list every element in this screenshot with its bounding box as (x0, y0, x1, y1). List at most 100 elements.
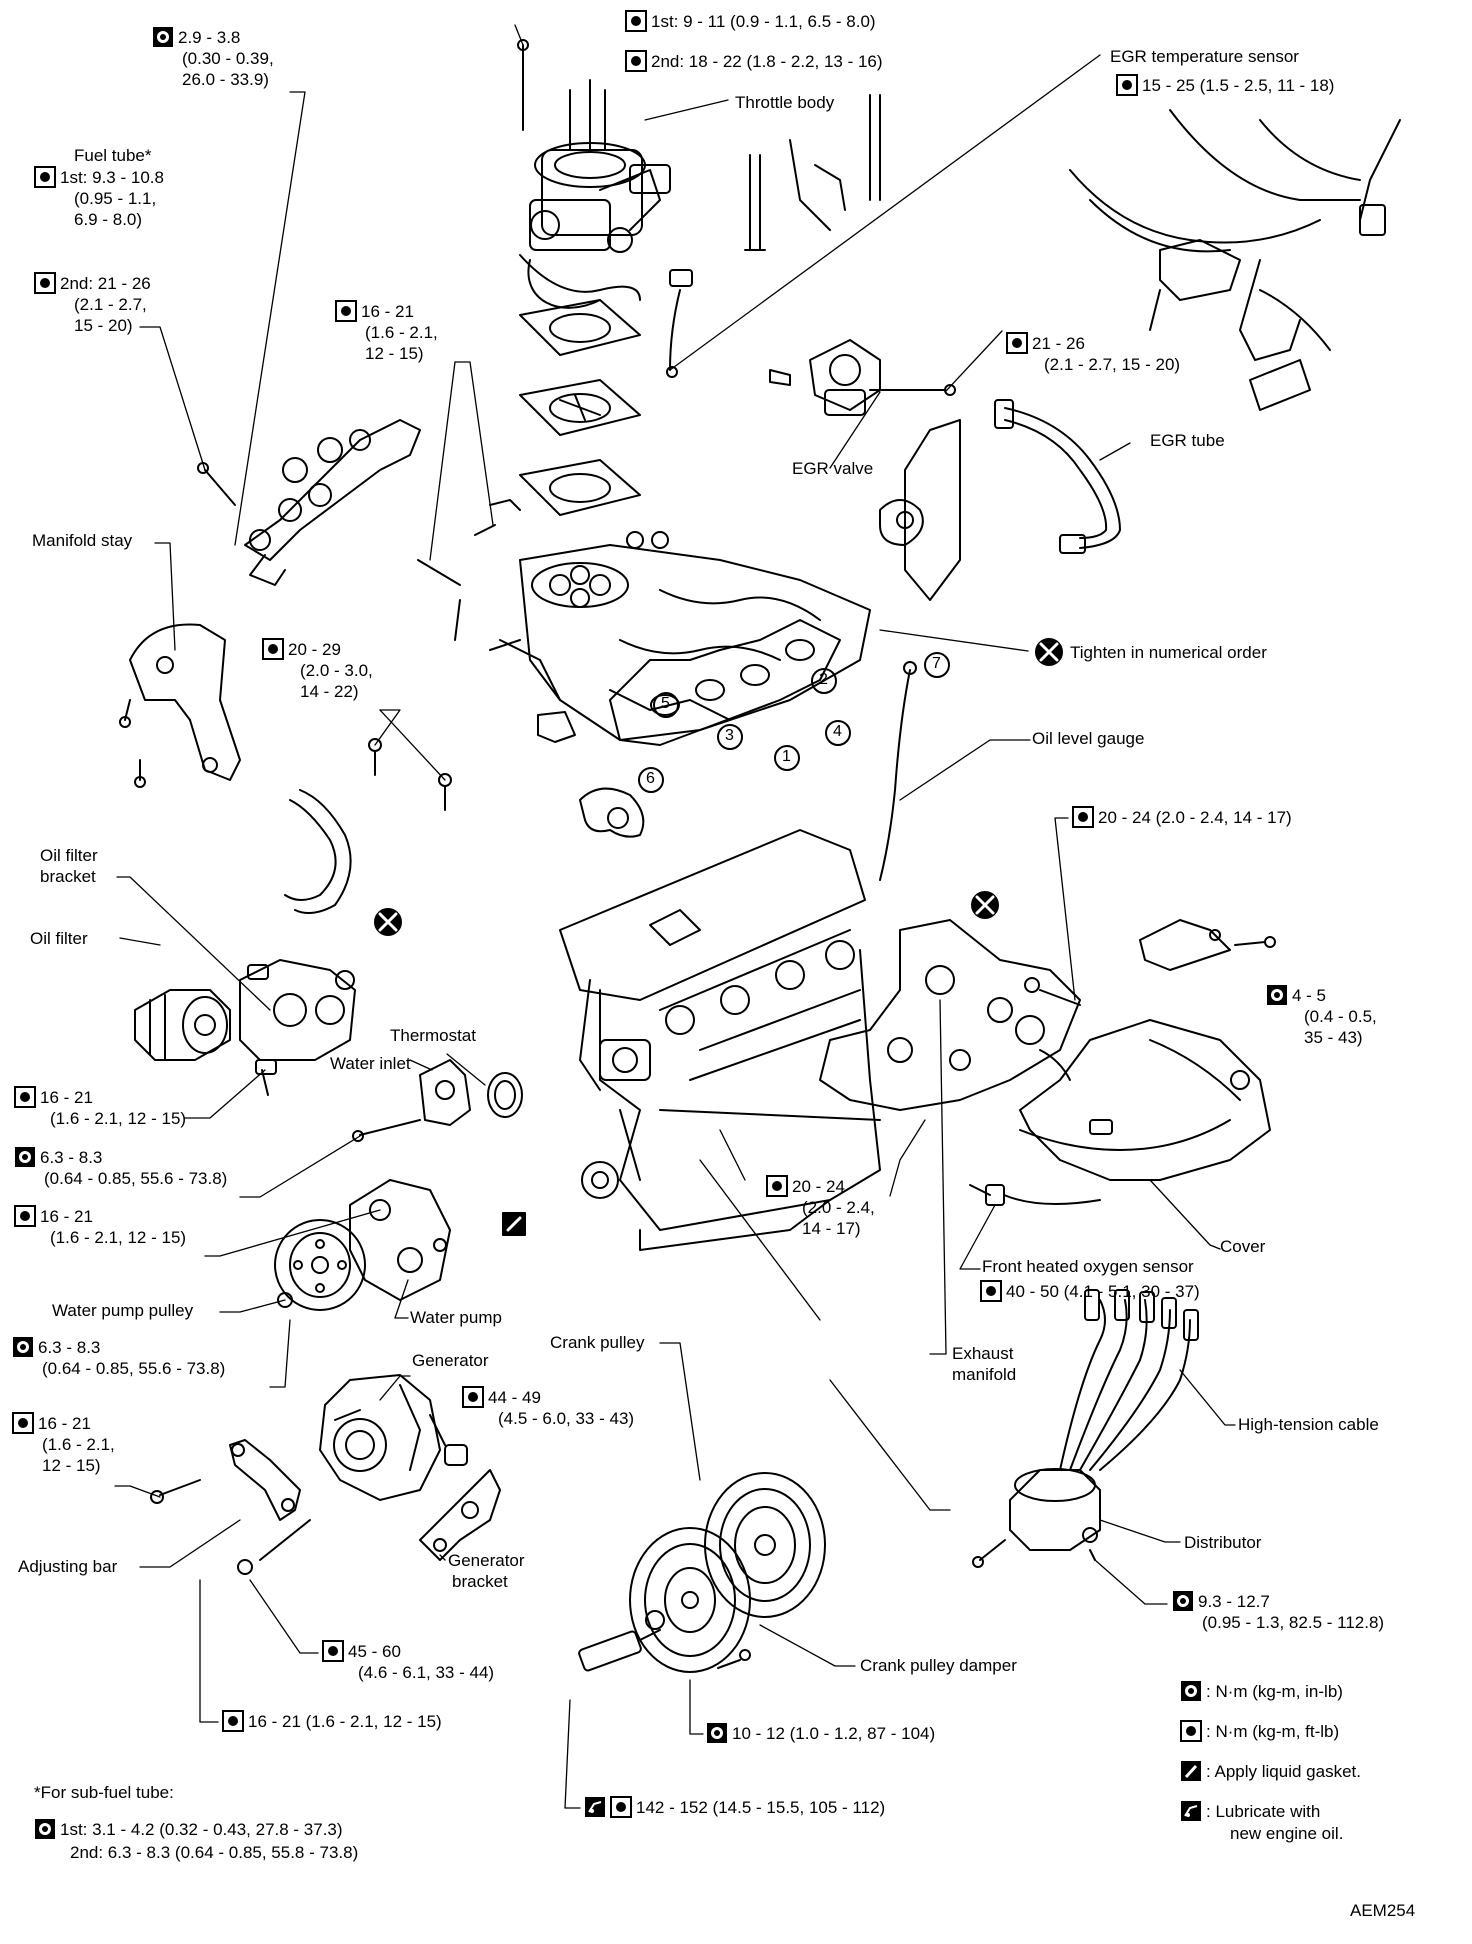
label-crank-pulley-damper: Crank pulley damper (860, 1655, 1017, 1676)
legend-engine-oil: : Lubricate with new engine oil. (1180, 1800, 1343, 1845)
filled-wrench-socket-icon (706, 1722, 728, 1744)
label-torque-63-83-a: 6.3 - 8.3 (0.64 - 0.85, 55.6 - 73.8) (14, 1146, 227, 1189)
label-egr-temp-torque: 15 - 25 (1.5 - 2.5, 11 - 18) (1116, 74, 1334, 96)
water-inlet (352, 1059, 471, 1142)
wrench-socket-icon (625, 50, 647, 72)
label-line: 12 - 15) (42, 1456, 101, 1475)
throttle-body (519, 79, 671, 309)
label-line: Oil filter (30, 929, 88, 948)
label-line: bracket (452, 1572, 508, 1591)
legend-text: : Lubricate with (1206, 1802, 1321, 1821)
wrench-socket-icon (34, 272, 56, 294)
label-line: 35 - 43) (1304, 1028, 1363, 1047)
figure-id: AEM254 (1350, 1900, 1415, 1921)
label-line: Tighten in numerical order (1070, 643, 1267, 662)
label-line: 16 - 21 (361, 302, 414, 321)
label-adjusting-bar: Adjusting bar (18, 1556, 117, 1577)
liquid-gasket-marker (502, 1212, 526, 1236)
oil-filter-bracket (239, 959, 356, 1096)
order-number-7: 7 (932, 655, 941, 672)
label-torque-93-127: 9.3 - 12.7 (0.95 - 1.3, 82.5 - 112.8) (1172, 1590, 1384, 1633)
label-line: 12 - 15) (365, 344, 424, 363)
label-line: EGR tube (1150, 431, 1225, 450)
label-torque-142-152: 142 - 152 (14.5 - 15.5, 105 - 112) (584, 1796, 885, 1818)
label-line: (1.6 - 2.1, (42, 1435, 115, 1454)
label-line: Generator (412, 1351, 489, 1370)
label-sub-fuel-2nd: 2nd: 6.3 - 8.3 (0.64 - 0.85, 55.8 - 73.8… (70, 1842, 358, 1863)
wrench-socket-icon (14, 1086, 36, 1108)
label-line: 1st: 9 - 11 (0.9 - 1.1, 6.5 - 8.0) (651, 12, 876, 31)
label-line: Crank pulley (550, 1333, 645, 1352)
label-torque-10-12: 10 - 12 (1.0 - 1.2, 87 - 104) (706, 1722, 935, 1744)
label-line: (0.64 - 0.85, 55.6 - 73.8) (42, 1359, 226, 1378)
label-line: 45 - 60 (348, 1642, 401, 1661)
label-egr-temp-sensor: EGR temperature sensor (1110, 46, 1299, 67)
water-pump (349, 1179, 451, 1301)
label-line: Water inlet (330, 1054, 411, 1073)
wrench-socket-icon (625, 10, 647, 32)
order-number-5: 5 (661, 695, 670, 712)
egr-valve (769, 339, 956, 416)
label-line: Fuel tube* (74, 146, 152, 165)
label-torque-20-24-top: 20 - 24 (2.0 - 2.4, 14 - 17) (1072, 806, 1292, 828)
oil-can-icon (1180, 1800, 1202, 1822)
label-line: 14 - 22) (300, 682, 359, 701)
label-line: Manifold stay (32, 531, 133, 550)
label-line: (0.4 - 0.5, (1304, 1007, 1377, 1026)
label-torque-45-60: 45 - 60 (4.6 - 6.1, 33 - 44) (322, 1640, 494, 1683)
label-line: Oil level gauge (1032, 729, 1145, 748)
label-line: (2.1 - 2.7, (74, 295, 147, 314)
water-pump-pulley (274, 1219, 366, 1311)
label-throttle-2nd: 2nd: 18 - 22 (1.8 - 2.2, 13 - 16) (625, 50, 883, 72)
label-egr-valve-torque: 21 - 26 (2.1 - 2.7, 15 - 20) (1006, 332, 1180, 375)
adjusting-bar (150, 1439, 311, 1575)
water-outlet (284, 711, 645, 915)
wrench-socket-icon (1180, 1720, 1202, 1742)
label-fuel-tube-2nd: 2nd: 21 - 26 (2.1 - 2.7, 15 - 20) (34, 272, 151, 336)
label-line: (1.6 - 2.1, 12 - 15) (50, 1228, 187, 1247)
label-line: 40 - 50 (4.1 - 5.1, 30 - 37) (1006, 1282, 1200, 1301)
generator-bracket (419, 1414, 501, 1561)
label-line: Thermostat (390, 1026, 476, 1045)
label-torque-16-21-pump: 16 - 21 (1.6 - 2.1, 12 - 15) (14, 1205, 186, 1248)
exhaust-manifold (819, 919, 1081, 1111)
label-torque-20-24-manifold: 20 - 24 (2.0 - 2.4, 14 - 17) (766, 1175, 875, 1239)
label-manifold-stay: Manifold stay (32, 530, 132, 551)
crank-bolt (578, 1610, 751, 1672)
label-line: 142 - 152 (14.5 - 15.5, 105 - 112) (636, 1798, 886, 1817)
wrench-socket-icon (766, 1175, 788, 1197)
label-line: 21 - 26 (1032, 334, 1085, 353)
label-line: 20 - 29 (288, 640, 341, 659)
order-circles (638, 652, 950, 793)
label-thermostat: Thermostat (390, 1025, 476, 1046)
egr-passage (879, 419, 961, 601)
label-line: 6.3 - 8.3 (38, 1338, 101, 1357)
label-torque-20-29: 20 - 29 (2.0 - 3.0, 14 - 22) (262, 638, 373, 702)
label-line: *For sub-fuel tube: (34, 1783, 174, 1802)
wrench-socket-icon (1116, 74, 1138, 96)
label-line: 16 - 21 (40, 1207, 93, 1226)
label-line: 9.3 - 12.7 (1198, 1592, 1270, 1611)
order-number-4: 4 (833, 723, 842, 740)
legend-liquid-gasket: : Apply liquid gasket. (1180, 1760, 1361, 1783)
filled-wrench-socket-icon (152, 26, 174, 48)
wrench-socket-icon (14, 1205, 36, 1227)
wrench-socket-icon (322, 1640, 344, 1662)
label-line: 1st: 9.3 - 10.8 (60, 168, 164, 187)
label-bolt-top-left: 2.9 - 3.8 (0.30 - 0.39, 26.0 - 33.9) (152, 26, 274, 90)
wrench-socket-icon (462, 1386, 484, 1408)
label-exhaust-manifold: Exhaust manifold (952, 1343, 1016, 1385)
label-line: 2.9 - 3.8 (178, 28, 241, 47)
distributor (972, 1468, 1101, 1568)
oil-can-icon (584, 1796, 606, 1818)
throttle-bolt (517, 39, 529, 131)
label-crank-pulley: Crank pulley (550, 1332, 645, 1353)
label-line: Exhaust (952, 1344, 1014, 1363)
intake-manifold (489, 544, 871, 741)
label-line: 2nd: 6.3 - 8.3 (0.64 - 0.85, 55.8 - 73.8… (70, 1843, 359, 1862)
label-line: Water pump pulley (52, 1301, 194, 1320)
legend-text: new engine oil. (1230, 1824, 1344, 1843)
filled-wrench-socket-icon (1266, 984, 1288, 1006)
tighten-order-markers (374, 638, 1063, 936)
label-line: 26.0 - 33.9) (182, 70, 269, 89)
